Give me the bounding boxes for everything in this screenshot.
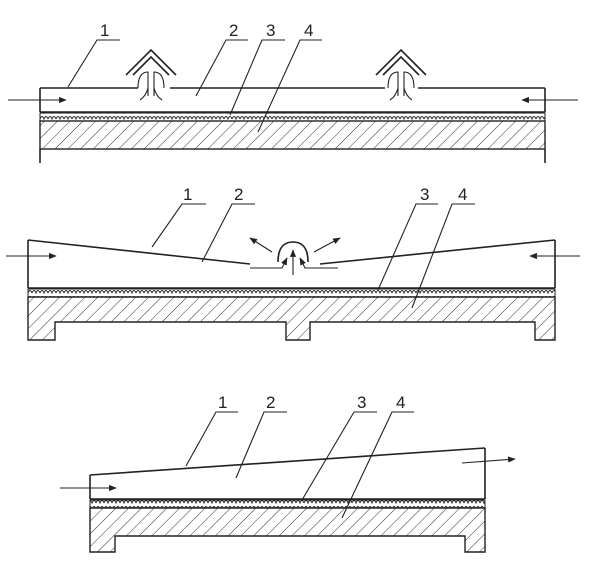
label-1: 1 xyxy=(218,393,227,412)
vent-cap-center xyxy=(249,237,341,275)
vent-cap-left xyxy=(125,48,177,101)
label-4: 4 xyxy=(304,21,313,40)
outlet-arrow xyxy=(461,456,516,464)
vent-cap-right xyxy=(375,48,427,101)
label-4: 4 xyxy=(458,185,467,204)
roof-covering xyxy=(27,239,556,265)
diagram-top: 1 2 3 4 xyxy=(8,21,578,163)
insulation-layer xyxy=(27,288,556,298)
diagram-bottom: 1 2 3 4 xyxy=(60,393,516,553)
insulation-layer xyxy=(39,112,546,122)
label-1: 1 xyxy=(183,185,192,204)
label-1: 1 xyxy=(100,21,109,40)
base-slab xyxy=(27,296,556,341)
label-2: 2 xyxy=(229,21,238,40)
diagram-middle: 1 2 3 4 xyxy=(6,185,580,341)
label-3: 3 xyxy=(420,185,429,204)
label-2: 2 xyxy=(234,185,243,204)
label-2: 2 xyxy=(266,393,275,412)
label-3: 3 xyxy=(266,21,275,40)
insulation-layer xyxy=(89,499,486,509)
roof-covering xyxy=(89,447,486,476)
label-3: 3 xyxy=(357,393,366,412)
base-slab xyxy=(39,120,546,150)
base-slab xyxy=(89,507,486,553)
label-4: 4 xyxy=(396,393,405,412)
